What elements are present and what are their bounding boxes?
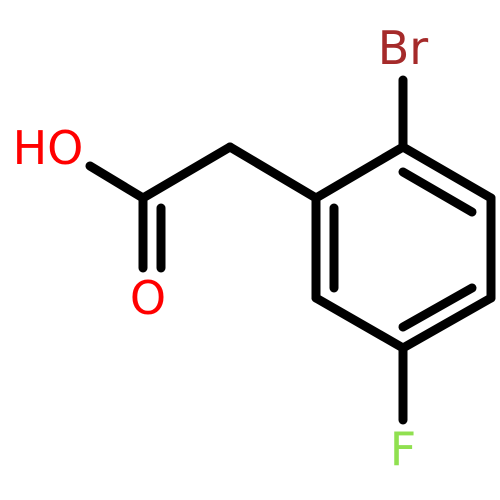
bond-ch2-cooh <box>138 142 235 203</box>
bond-c1-c2 <box>398 142 496 203</box>
bond-c3-c4 <box>398 293 496 353</box>
bond-c6-c1 <box>311 142 408 203</box>
benzene-ring <box>311 142 496 353</box>
double-bond-inner-c1-c2 <box>398 167 477 217</box>
atom-label-bromine: Br <box>378 21 429 75</box>
double-bond-inner-c3-c4 <box>398 283 477 332</box>
bond-c-oh <box>85 161 148 203</box>
atom-label-carbonyl-oxygen: O <box>130 271 166 325</box>
bond-c4-c5 <box>311 293 408 353</box>
atom-label-hydroxyl: HO <box>13 121 84 175</box>
bond-ring-ch2 <box>225 142 321 203</box>
atom-label-fluorine: F <box>390 422 416 476</box>
